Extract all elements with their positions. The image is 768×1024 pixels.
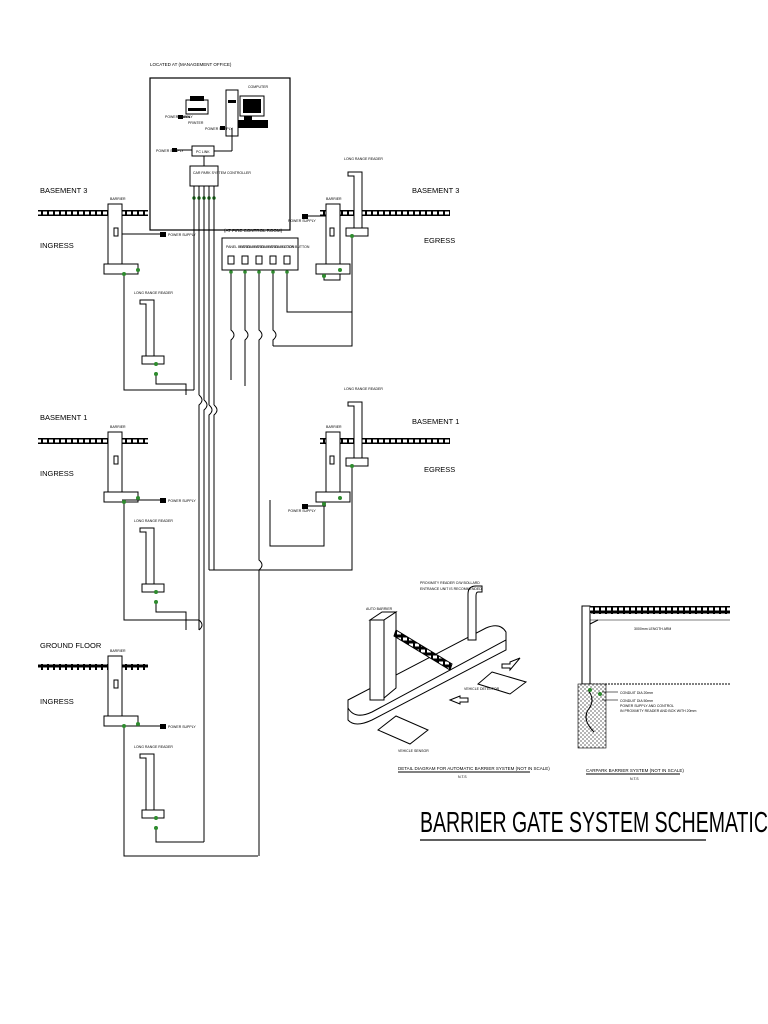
power-supply-label-3: POWER SUPPLY (156, 149, 184, 153)
power-supply-icon: POWER SUPPLY (160, 498, 196, 503)
long-range-reader: LONG RANGE READER (134, 291, 173, 365)
long-range-reader: LONG RANGE READER (344, 157, 383, 237)
barrier-unit: BARRIER (103, 425, 139, 503)
power-supply-icon: POWER SUPPLY (160, 232, 196, 237)
detail-callout: ENTRANCE UNIT IS RECOMMENDED (420, 587, 482, 591)
panel-button[interactable] (269, 255, 277, 265)
plug-icon (172, 148, 177, 152)
long-range-reader-label: LONG RANGE READER (344, 387, 383, 391)
panel-button[interactable] (241, 255, 249, 265)
diagram-title: BARRIER GATE SYSTEM SCHEMATIC DIAGRAM (420, 807, 768, 841)
detail-callout: CONDUIT DIA 50mm (620, 699, 653, 703)
barrier-label: BARRIER (326, 425, 342, 429)
fire-control-panel: (AT FIRE CONTROL ROOM) PANEL BUTTON PANE… (221, 228, 310, 271)
detail-diagram-automatic-barrier: PROXIMITY READER C/W BOLLARD ENTRANCE UN… (347, 581, 550, 779)
detail-callout: POWER SUPPLY AND CONTROL (620, 704, 674, 708)
printer-icon (185, 96, 209, 115)
power-supply-icon: POWER SUPPLY (288, 214, 316, 223)
direction-label: INGRESS (40, 241, 74, 250)
direction-label: INGRESS (40, 697, 74, 706)
barrier-label: BARRIER (326, 197, 342, 201)
barrier-arm (38, 664, 148, 670)
long-range-reader: LONG RANGE READER (344, 387, 383, 467)
power-supply-label-2: POWER SUPPLY (205, 127, 233, 131)
pc-link-label: PC LINK (196, 150, 210, 154)
floor-label: BASEMENT 3 (40, 186, 87, 195)
floor-label: GROUND FLOOR (40, 641, 102, 650)
controller-label: CAR PARK SYSTEM CONTROLLER (193, 171, 251, 175)
plug-icon (178, 115, 183, 119)
barrier-arm (38, 210, 148, 216)
barrier-arm (320, 210, 450, 216)
computer-label: COMPUTER (248, 85, 269, 89)
title-text: BARRIER GATE SYSTEM SCHEMATIC DIAGRAM (420, 807, 768, 839)
plug-icon (220, 126, 225, 130)
long-range-reader-label: LONG RANGE READER (344, 157, 383, 161)
direction-label: EGRESS (424, 465, 455, 474)
power-supply-icon: POWER SUPPLY (160, 724, 196, 729)
barrier-arm (320, 438, 450, 444)
power-supply-label: POWER SUPPLY (168, 725, 196, 729)
barrier-label: BARRIER (110, 197, 126, 201)
detail-diagram-carpark-barrier: 3000mm LENGTH ARM CONDUIT DIA 20mm CONDU… (577, 605, 730, 781)
floor-button-label: FLOOR BUTTON (282, 245, 310, 249)
barrier-label: BARRIER (110, 425, 126, 429)
panel-button[interactable] (227, 255, 235, 265)
barrier-unit: BARRIER (315, 425, 351, 503)
direction-label: EGRESS (424, 236, 455, 245)
wiring (122, 198, 353, 857)
long-range-reader: LONG RANGE READER (134, 745, 173, 819)
detail-scale: N.T.S (458, 775, 467, 779)
detail-callout: CONDUIT DIA 20mm (620, 691, 653, 695)
printer-label: PRINTER (188, 121, 204, 125)
detail-caption: CARPARK BARRIER SYSTEM (NOT IN SCALE) (586, 768, 684, 773)
detail-callout: AUTO BARRIER (366, 607, 393, 611)
barrier-unit: BARRIER (103, 197, 139, 275)
floor-label: BASEMENT 1 (40, 413, 87, 422)
computer-icon (225, 89, 268, 137)
detail-callout: VEHICLE DETECTOR (464, 687, 500, 691)
panel-button-label: PANEL BUTTON (226, 245, 253, 249)
barrier-label: BARRIER (110, 649, 126, 653)
detail-callout: VEHICLE SENSOR (398, 749, 429, 753)
detail-scale: N.T.S (630, 777, 639, 781)
barrier-unit: BARRIER (315, 197, 351, 275)
terminal-dots (122, 234, 354, 830)
panel-button[interactable] (255, 255, 263, 265)
panel-button-label: PANEL BUTTON (254, 245, 281, 249)
power-supply-icon: POWER SUPPLY (288, 504, 316, 513)
detail-callout: IN PROXIMITY READER AND BOX WITH 20mm (620, 709, 696, 713)
power-supply-label: POWER SUPPLY (288, 219, 316, 223)
power-supply-label: POWER SUPPLY (168, 499, 196, 503)
long-range-reader-label: LONG RANGE READER (134, 745, 173, 749)
power-supply-label: POWER SUPPLY (288, 509, 316, 513)
floor-label: BASEMENT 3 (412, 186, 459, 195)
panel-button-label: PANEL BUTTON (240, 245, 267, 249)
direction-label: INGRESS (40, 469, 74, 478)
management-office: LOCATED AT (MANAGEMENT OFFICE) PRINTER P… (149, 62, 291, 231)
barrier-arm (38, 438, 148, 444)
detail-callout: PROXIMITY READER C/W BOLLARD (420, 581, 480, 585)
floor-label: BASEMENT 1 (412, 417, 459, 426)
fire-control-header: (AT FIRE CONTROL ROOM) (224, 228, 283, 233)
long-range-reader-label: LONG RANGE READER (134, 291, 173, 295)
boom-label: 3000mm LENGTH ARM (634, 627, 671, 631)
power-supply-label: POWER SUPPLY (168, 233, 196, 237)
long-range-reader-label: LONG RANGE READER (134, 519, 173, 523)
detail-caption: DETAIL DIAGRAM FOR AUTOMATIC BARRIER SYS… (398, 766, 550, 771)
management-office-header: LOCATED AT (MANAGEMENT OFFICE) (150, 62, 232, 67)
floor-button[interactable] (283, 255, 291, 265)
long-range-reader: LONG RANGE READER (134, 519, 173, 593)
panel-button-label: PANEL BUTTON (268, 245, 295, 249)
barrier-unit: BARRIER (103, 649, 139, 727)
